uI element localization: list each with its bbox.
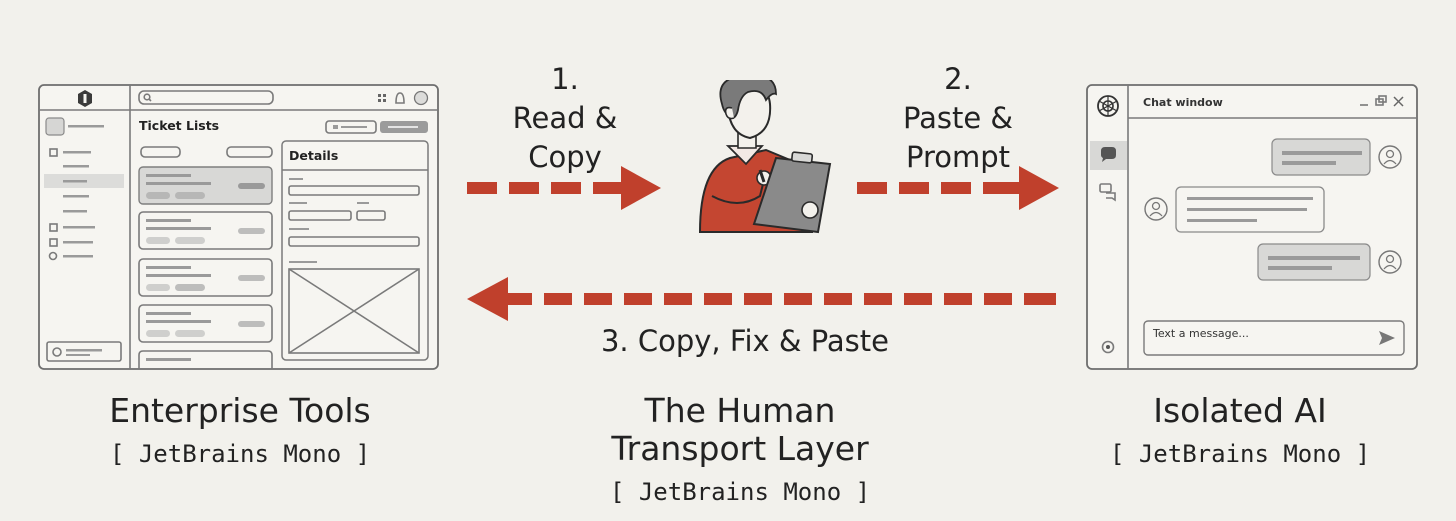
- openai-logo-icon: [1097, 95, 1119, 117]
- enterprise-tools-font-tag: [ JetBrains Mono ]: [109, 440, 371, 468]
- left-caption: Enterprise Tools [ JetBrains Mono ]: [60, 391, 420, 469]
- enterprise-tools-window: Ticket Lists Details: [38, 84, 439, 370]
- center-title-line-2: Transport Layer: [611, 429, 869, 468]
- restore-icon[interactable]: [1375, 95, 1387, 106]
- step-2-label: 2. Paste & Prompt: [880, 60, 1036, 177]
- avatar-icon[interactable]: [413, 90, 429, 106]
- search-input[interactable]: [138, 90, 274, 105]
- step-1-line-2: Copy: [528, 140, 602, 174]
- arrow-step-2: [857, 166, 1059, 210]
- message-incoming-1: [1175, 186, 1325, 233]
- filter-button[interactable]: [325, 120, 377, 134]
- step-1-line-1: Read &: [512, 101, 618, 135]
- user-avatar-icon: [1378, 145, 1402, 169]
- enterprise-tools-title: Enterprise Tools: [109, 391, 371, 430]
- grid-icon[interactable]: [378, 94, 386, 102]
- arrow-step-3: [467, 277, 1056, 321]
- ticket-list[interactable]: [138, 166, 273, 369]
- sidebar-nav-items[interactable]: [44, 148, 124, 261]
- chat-window: Chat window Text a me: [1086, 84, 1418, 370]
- ticket-list-title: Ticket Lists: [139, 118, 219, 133]
- details-title: Details: [289, 148, 338, 163]
- center-title-line-1: The Human: [644, 391, 836, 430]
- message-input[interactable]: [1143, 320, 1405, 356]
- message-outgoing-2: [1257, 243, 1371, 281]
- message-outgoing-1: [1271, 138, 1371, 176]
- user-avatar-icon: [1378, 250, 1402, 274]
- chat-window-title: Chat window: [1143, 96, 1223, 109]
- menu-icon[interactable]: [78, 90, 92, 107]
- bell-icon[interactable]: [395, 92, 405, 104]
- step-3-text: 3. Copy, Fix & Paste: [600, 324, 889, 358]
- conversations-icon[interactable]: [1099, 183, 1116, 202]
- center-caption: The Human Transport Layer [ JetBrains Mo…: [560, 391, 920, 507]
- send-icon[interactable]: [1379, 331, 1395, 345]
- search-icon: [143, 93, 152, 102]
- human-figure: [698, 80, 832, 234]
- settings-icon[interactable]: [1101, 340, 1115, 354]
- image-placeholder: [288, 268, 420, 354]
- close-icon[interactable]: [1393, 96, 1404, 107]
- chat-icon[interactable]: [1101, 147, 1116, 162]
- right-caption: Isolated AI [ JetBrains Mono ]: [1060, 391, 1420, 469]
- step-2-line-2: Prompt: [905, 140, 1011, 174]
- message-input-placeholder: Text a message...: [1152, 327, 1249, 340]
- isolated-ai-font-tag: [ JetBrains Mono ]: [1109, 440, 1371, 468]
- step-3-label: 3. Copy, Fix & Paste: [560, 322, 930, 361]
- step-2-line-1: Paste &: [902, 101, 1014, 135]
- step-1-label: 1. Read & Copy: [490, 60, 640, 177]
- isolated-ai-title: Isolated AI: [1153, 391, 1327, 430]
- arrow-step-1: [467, 166, 661, 210]
- step-2-number: 2.: [944, 62, 972, 96]
- assistant-avatar-icon: [1144, 197, 1168, 221]
- step-1-number: 1.: [551, 62, 579, 96]
- center-font-tag: [ JetBrains Mono ]: [609, 478, 871, 506]
